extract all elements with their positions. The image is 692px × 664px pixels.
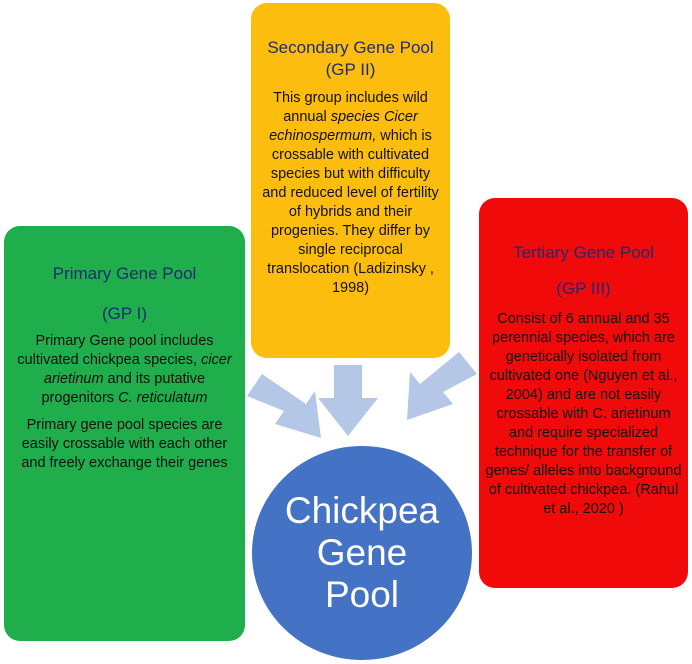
primary-description: Primary Gene pool includes cultivated ch… [10,332,239,408]
secondary-text-italic: species Cicer echinospermum, [269,109,418,144]
tertiary-title: Tertiary Gene Pool [513,243,654,262]
primary-text-italic-1: cicer arietinum [43,352,232,387]
arrow-down [318,365,378,436]
tertiary-description: Consist of 6 annual and 35 perennial spe… [485,311,682,517]
primary-crossability: Primary gene pool species are easily cro… [21,417,228,471]
center-line-3: Pool [324,574,400,615]
chickpea-gene-pool-circle: Chickpea Gene Pool [252,446,472,660]
primary-text-italic-2: C. reticulatum [118,390,208,406]
center-line-1: Chickpea [284,490,440,531]
primary-text-a: Primary Gene pool includes cultivated ch… [17,333,214,368]
tertiary-gene-pool-box: Tertiary Gene Pool (GP III) Consist of 6… [479,198,688,588]
secondary-title: Secondary Gene Pool (GP II) [267,38,434,79]
primary-gene-pool-box: Primary Gene Pool (GP I) Primary Gene po… [4,226,245,641]
center-line-2: Gene [316,532,408,573]
secondary-description: This group includes wild annual species … [257,89,444,298]
primary-subtitle: (GP I) [101,304,148,323]
secondary-gene-pool-box: Secondary Gene Pool (GP II) This group i… [251,3,450,358]
primary-title: Primary Gene Pool [52,264,197,283]
secondary-text-a: This group includes wild annual [273,90,428,125]
arrow-down-left [407,352,477,420]
tertiary-subtitle: (GP III) [556,279,611,298]
secondary-text-b: which is crossable with cultivated speci… [262,128,439,296]
arrow-down-right [247,374,321,438]
primary-text-b: and its putative progenitors [41,371,206,406]
